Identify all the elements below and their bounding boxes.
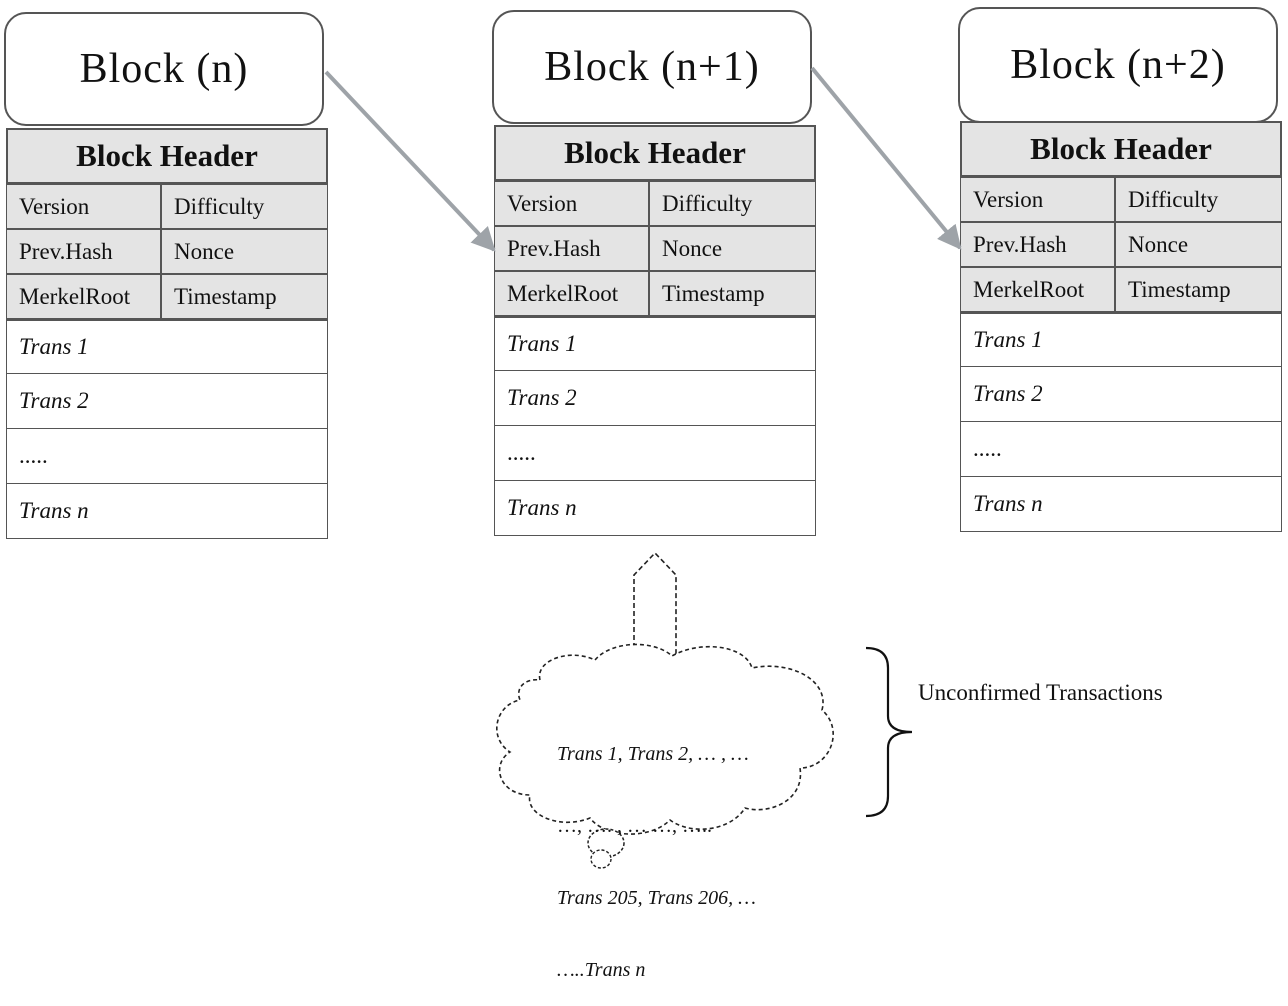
field-difficulty: Difficulty [649,181,816,226]
transaction-row: Trans 2 [494,371,816,426]
right-brace [865,646,913,818]
field-prev-hash: Prev.Hash [494,226,649,271]
transaction-row: ..... [960,422,1282,477]
field-prev-hash: Prev.Hash [960,222,1115,267]
transaction-row: ..... [494,426,816,481]
block-header-label: Block Header [494,125,816,181]
field-nonce: Nonce [1115,222,1282,267]
block-title: Block (n+1) [492,10,812,124]
block-header-label: Block Header [960,121,1282,177]
chain-link-arrow [810,66,962,250]
field-merkel-root: MerkelRoot [960,267,1115,312]
field-difficulty: Difficulty [1115,177,1282,222]
header-fields: Version Difficulty Prev.Hash Nonce Merke… [6,184,328,319]
field-version: Version [960,177,1115,222]
transaction-row: Trans 1 [960,312,1282,367]
transaction-row: ..... [6,429,328,484]
pool-line: Trans 205, Trans 206, … [557,887,756,909]
block-title: Block (n) [4,12,324,126]
transaction-row: Trans 2 [6,374,328,429]
field-nonce: Nonce [161,229,328,274]
transaction-row: Trans 1 [494,316,816,371]
field-prev-hash: Prev.Hash [6,229,161,274]
chain-link-arrow [324,70,496,252]
field-timestamp: Timestamp [161,274,328,319]
block-body: Block Header Version Difficulty Prev.Has… [960,121,1282,532]
header-fields: Version Difficulty Prev.Hash Nonce Merke… [494,181,816,316]
unconfirmed-transactions-list: Trans 1, Trans 2, … , … …, …. , … …, …..… [557,694,797,1006]
transaction-row: Trans 2 [960,367,1282,422]
pool-line: …, …. , … …, ….. [557,815,712,837]
unconfirmed-transactions-label: Unconfirmed Transactions [918,680,1163,705]
transaction-row: Trans n [494,481,816,536]
transaction-row: Trans n [960,477,1282,532]
block-title: Block (n+2) [958,7,1278,123]
dashed-up-arrow [633,551,677,656]
field-timestamp: Timestamp [1115,267,1282,312]
field-version: Version [6,184,161,229]
transaction-row: Trans n [6,484,328,539]
block-body: Block Header Version Difficulty Prev.Has… [6,128,328,539]
transaction-row: Trans 1 [6,319,328,374]
field-difficulty: Difficulty [161,184,328,229]
block-header-label: Block Header [6,128,328,184]
field-timestamp: Timestamp [649,271,816,316]
field-nonce: Nonce [649,226,816,271]
field-version: Version [494,181,649,226]
field-merkel-root: MerkelRoot [6,274,161,319]
header-fields: Version Difficulty Prev.Hash Nonce Merke… [960,177,1282,312]
field-merkel-root: MerkelRoot [494,271,649,316]
pool-line: Trans 1, Trans 2, … , … [557,743,749,765]
pool-line: …..Trans n [557,959,646,981]
block-body: Block Header Version Difficulty Prev.Has… [494,125,816,536]
